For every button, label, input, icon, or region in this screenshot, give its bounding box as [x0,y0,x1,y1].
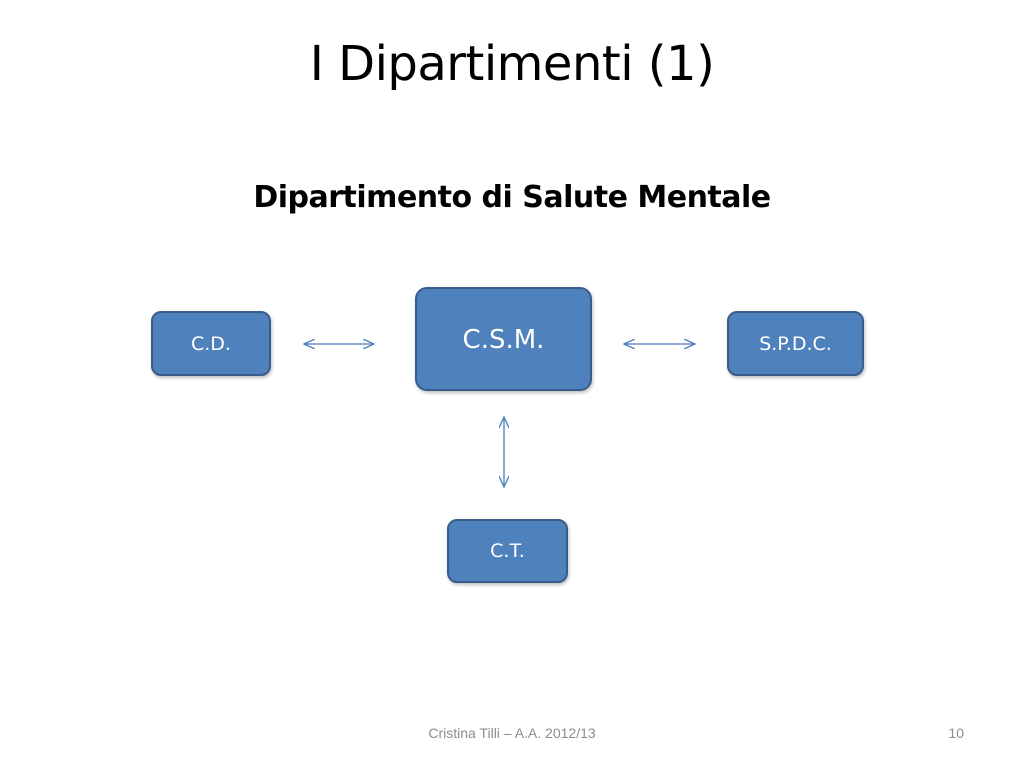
page-number: 10 [948,725,964,741]
node-csm: C.S.M. [415,287,592,391]
slide-subtitle: Dipartimento di Salute Mentale [253,180,771,215]
node-cd: C.D. [151,311,271,376]
node-ct: C.T. [447,519,568,583]
node-ct-label: C.T. [490,540,525,562]
node-cd-label: C.D. [191,332,231,355]
node-spdc-label: S.P.D.C. [759,332,832,355]
node-spdc: S.P.D.C. [727,311,864,376]
node-csm-label: C.S.M. [462,325,545,355]
slide-title: I Dipartimenti (1) [309,36,715,92]
footer-author: Cristina Tilli – A.A. 2012/13 [428,725,596,741]
